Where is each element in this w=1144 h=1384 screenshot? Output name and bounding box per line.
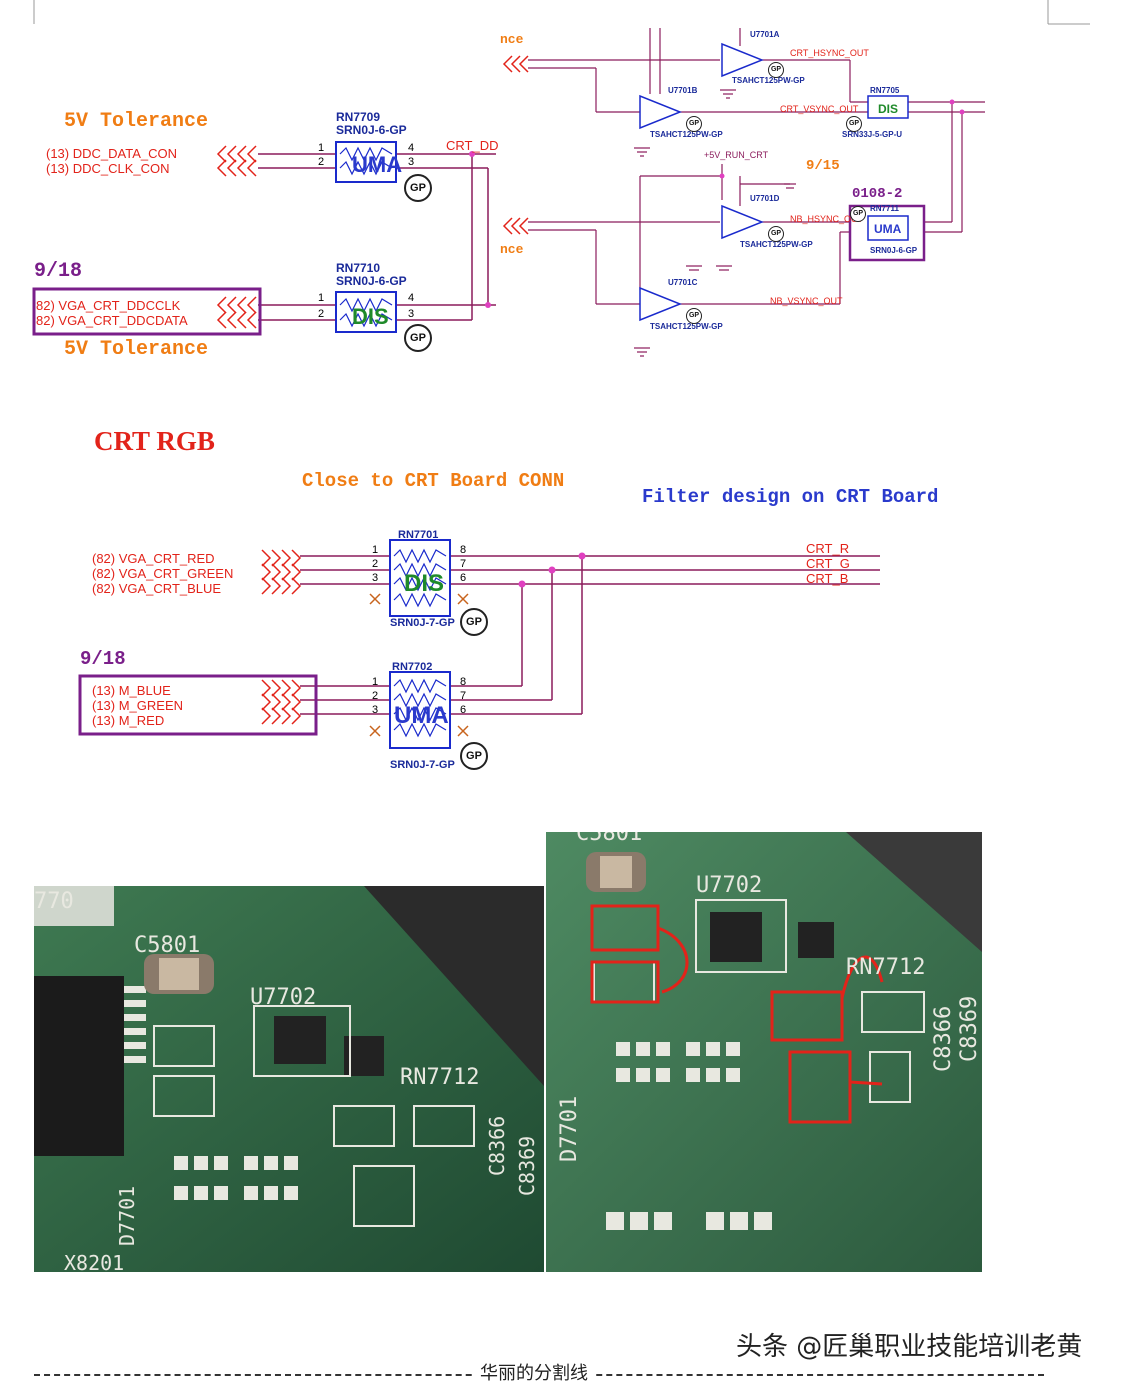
signal-crt-r: CRT_R <box>806 541 850 556</box>
note-5v-tolerance-top: 5V Tolerance <box>64 110 209 133</box>
signal-ddc-data-con: (13) DDC_DATA_CON <box>46 146 177 161</box>
svg-text:RN7712: RN7712 <box>846 955 925 980</box>
rgb-section-title: CRT RGB <box>94 426 215 456</box>
gp-badge-rn7705: GP <box>846 116 862 132</box>
ts-b-part: TSAHCT125PW-GP <box>650 130 723 139</box>
signal-crt-dd: CRT_DD <box>446 138 499 153</box>
signal-nb-vsync-out: NB_VSYNC_OUT <box>770 296 843 306</box>
stamp-uma-rn7702: UMA <box>394 702 449 729</box>
divider-label: 华丽的分割线 <box>474 1364 594 1384</box>
svg-text:X8201: X8201 <box>64 1251 124 1272</box>
svg-text:D7701: D7701 <box>115 1186 139 1246</box>
rn7709-label: RN7709 <box>336 110 381 124</box>
svg-text:D7701: D7701 <box>557 1096 582 1162</box>
date-918-rgb: 9/18 <box>80 648 126 670</box>
rn7711-part: SRN0J-6-GP <box>870 246 918 255</box>
note-filter-design: Filter design on CRT Board <box>642 486 939 508</box>
gp-badge-rn7710: GP <box>404 324 432 352</box>
svg-text:C8369: C8369 <box>957 996 982 1062</box>
gp-badge-rn7709: GP <box>404 174 432 202</box>
svg-text:770: 770 <box>34 889 74 914</box>
rn7702-part: SRN0J-7-GP <box>390 759 455 771</box>
u7701c-label: U7701C <box>668 278 698 287</box>
ts-a-part: TSAHCT125PW-GP <box>732 76 805 85</box>
gp-badge-u7701c: GP <box>686 308 702 324</box>
rn7709-part: SRN0J-6-GP <box>336 123 407 137</box>
power-5v-run-crt: +5V_RUN_CRT <box>704 150 769 160</box>
top-schematic-wires <box>32 0 1090 357</box>
svg-text:U7702: U7702 <box>250 985 316 1010</box>
rn7710-label: RN7710 <box>336 261 381 275</box>
note-close-to-crt-board: Close to CRT Board CONN <box>302 470 565 492</box>
signal-nb-hsync-out: NB_HSYNC_OUT <box>790 214 864 224</box>
note-5v-tolerance-bottom: 5V Tolerance <box>64 338 209 361</box>
signal-crt-vsync-out: CRT_VSYNC_OUT <box>780 104 859 114</box>
pcb-photo-left: C5801 U7702 RN7712 770 C8366 C8369 D7701… <box>34 886 544 1272</box>
srn33-part: SRN33J-5-GP-U <box>842 130 903 139</box>
watermark-text: 头条 @匠巢职业技能培训老黄 <box>736 1332 1083 1362</box>
svg-text:C8366: C8366 <box>485 1116 509 1176</box>
stamp-dis-rn7701: DIS <box>404 570 445 597</box>
signal-vga-crt-red: (82) VGA_CRT_RED <box>92 551 215 566</box>
stamp-uma-rn7709: UMA <box>352 152 403 177</box>
signal-crt-b: CRT_B <box>806 571 849 586</box>
rn7701-part: SRN0J-7-GP <box>390 617 455 629</box>
svg-text:RN7712: RN7712 <box>400 1065 479 1090</box>
signal-vga-crt-ddcclk: 82) VGA_CRT_DDCCLK <box>36 298 181 313</box>
gp-badge-rn7702: GP <box>460 742 488 770</box>
svg-text:C8366: C8366 <box>931 1006 956 1072</box>
rn7701-label: RN7701 <box>398 529 439 541</box>
signal-crt-g: CRT_G <box>806 556 850 571</box>
signal-crt-hsync-out: CRT_HSYNC_OUT <box>790 48 869 58</box>
ts-c-part: TSAHCT125PW-GP <box>650 322 723 331</box>
stamp-dis-rn7710: DIS <box>352 304 389 329</box>
rn7710-part: SRN0J-6-GP <box>336 274 407 288</box>
signal-m-red: (13) M_RED <box>92 713 165 728</box>
rn7705-label: RN7705 <box>870 86 900 95</box>
gp-badge-u7701a: GP <box>768 62 784 78</box>
signal-m-green: (13) M_GREEN <box>92 698 184 713</box>
ts-d-part: TSAHCT125PW-GP <box>740 240 813 249</box>
signal-vga-crt-green: (82) VGA_CRT_GREEN <box>92 566 234 581</box>
svg-text:U7702: U7702 <box>696 873 762 898</box>
date-915: 9/15 <box>806 158 840 174</box>
divider-line: 华丽的分割线 <box>34 1364 1044 1384</box>
gp-badge-u7701b: GP <box>686 116 702 132</box>
u7701b-label: U7701B <box>668 86 698 95</box>
rn7702-label: RN7702 <box>392 661 433 673</box>
note-nce-2: nce <box>500 242 524 257</box>
rn7711-label: RN7711 <box>870 204 899 213</box>
u7701a-label: U7701A <box>750 30 780 39</box>
gp-badge-rn7701: GP <box>460 608 488 636</box>
date-918-top: 9/18 <box>34 260 83 283</box>
u7701d-label: U7701D <box>750 194 780 203</box>
pcb-label-c5801: C5801 <box>134 933 200 958</box>
signal-vga-crt-ddcdata: 82) VGA_CRT_DDCDATA <box>36 313 188 328</box>
gp-badge-rn7711: GP <box>850 206 866 222</box>
stamp-dis-rn7705: DIS <box>878 102 899 116</box>
stamp-uma-rn7711: UMA <box>874 222 902 236</box>
pcb-photo-right: U7702 RN7712 C5801 D7701 C8366 C8369 <box>546 832 982 1272</box>
rgb-schematic-wires <box>78 539 880 749</box>
svg-text:C5801: C5801 <box>576 832 642 846</box>
date-0108-2: 0108-2 <box>852 186 903 202</box>
gp-badge-u7701d: GP <box>768 226 784 242</box>
signal-ddc-clk-con: (13) DDC_CLK_CON <box>46 161 170 176</box>
svg-text:C8369: C8369 <box>515 1136 539 1196</box>
signal-vga-crt-blue: (82) VGA_CRT_BLUE <box>92 581 222 596</box>
signal-m-blue: (13) M_BLUE <box>92 683 171 698</box>
note-nce-1: nce <box>500 32 524 47</box>
